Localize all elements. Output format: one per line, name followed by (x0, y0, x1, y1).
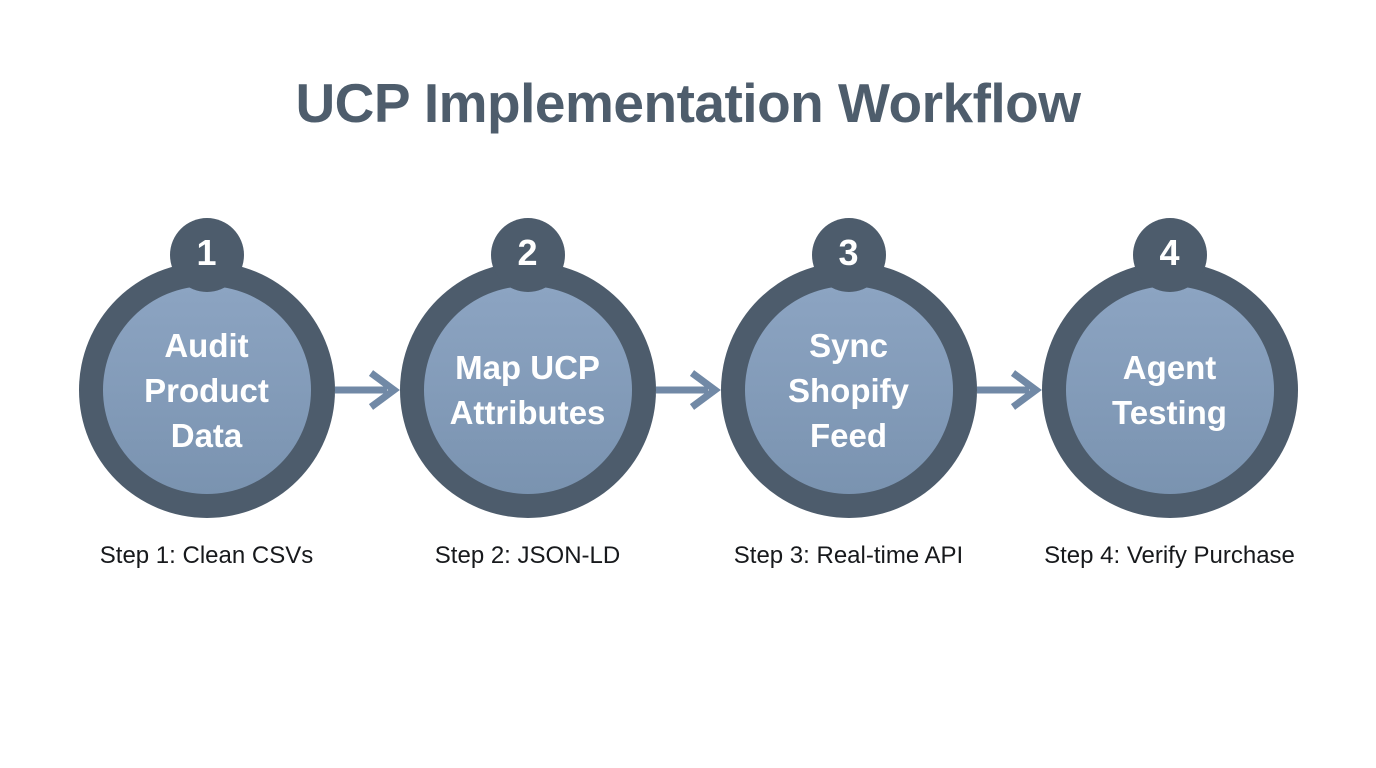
step-caption: Step 1: Clean CSVs (99, 542, 314, 569)
step-number: 3 (838, 232, 859, 273)
workflow-step-3: Sync Shopify Feed 3 Step 3: Real-time AP… (720, 218, 977, 570)
step-number-badge: 3 (811, 218, 886, 292)
step-bubble: Sync Shopify Feed 3 (720, 218, 977, 518)
step-number: 1 (196, 232, 217, 273)
step-label: Agent Testing (1112, 349, 1227, 431)
step-circle-inner: Map UCP Attributes (423, 286, 632, 494)
step-number-badge: 2 (490, 218, 565, 292)
step-circle-inner: Sync Shopify Feed (744, 286, 953, 494)
step-number: 2 (517, 232, 538, 273)
step-label: Map UCP Attributes (449, 349, 606, 431)
workflow-step-1: Audit Product Data 1 Step 1: Clean CSVs (78, 218, 335, 570)
step-label: Sync Shopify Feed (788, 326, 909, 454)
step-caption: Step 3: Real-time API (733, 542, 964, 569)
page-title: UCP Implementation Workflow (295, 72, 1081, 134)
arrow-right-icon (976, 368, 1042, 412)
workflow-flow-row: Audit Product Data 1 Step 1: Clean CSVs … (0, 218, 1376, 570)
step-number-badge: 4 (1132, 218, 1207, 292)
step-label: Audit Product Data (144, 326, 269, 454)
arrow-right-icon (334, 368, 400, 412)
step-circle-inner: Agent Testing (1065, 286, 1274, 494)
step-bubble: Agent Testing 4 (1041, 218, 1298, 518)
arrow-right-icon (655, 368, 721, 412)
workflow-step-4: Agent Testing 4 Step 4: Verify Purchase (1041, 218, 1298, 570)
workflow-step-2: Map UCP Attributes 2 Step 2: JSON-LD (399, 218, 656, 570)
step-number: 4 (1159, 232, 1180, 273)
step-caption: Step 4: Verify Purchase (1044, 542, 1295, 569)
step-bubble: Map UCP Attributes 2 (399, 218, 656, 518)
step-bubble: Audit Product Data 1 (78, 218, 335, 518)
step-circle-inner: Audit Product Data (102, 286, 311, 494)
step-caption: Step 2: JSON-LD (434, 542, 621, 569)
step-number-badge: 1 (169, 218, 244, 292)
